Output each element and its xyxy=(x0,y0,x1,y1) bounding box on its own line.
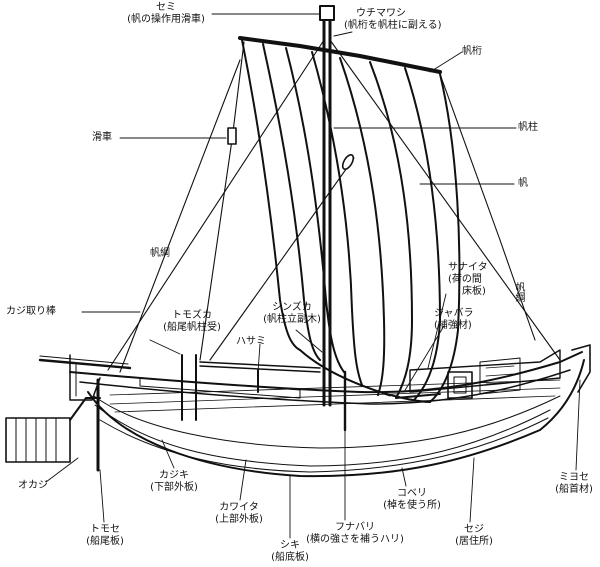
label-sanaita-note2: 床板) xyxy=(462,286,486,297)
label-tomose: トモセ (船尾板) xyxy=(76,524,134,548)
label-shiki-name: シキ xyxy=(280,540,300,551)
sail-block-icon xyxy=(341,153,355,171)
label-sanaita: サナイタ (荷の間 床板) xyxy=(448,262,488,298)
label-seji: セジ (居住所) xyxy=(446,524,502,548)
label-semi: セミ (帆の操作用滑車) xyxy=(120,2,212,26)
label-shinzuka: シンズカ (帆柱立副木) xyxy=(248,302,336,326)
label-funabari: フナバリ (横の強さを補うハリ) xyxy=(290,522,420,546)
label-jabara-note: (補強材) xyxy=(434,320,472,331)
label-uchimawashi-name: ウチマワシ xyxy=(356,8,406,19)
label-hobashira-name: 帆柱 xyxy=(518,122,538,133)
label-hogeta: 帆桁 xyxy=(462,46,482,58)
label-funabari-name: フナバリ xyxy=(335,522,375,533)
label-uchimawashi: ウチマワシ (帆桁を帆柱に副える) xyxy=(344,8,442,32)
label-miyose: ミヨセ (船首材) xyxy=(548,472,600,496)
label-hobashira: 帆柱 xyxy=(518,122,538,134)
label-kassha-name: 滑車 xyxy=(92,132,112,143)
sail xyxy=(241,39,461,403)
label-kawaita-note: (上部外板) xyxy=(215,514,263,525)
label-sanaita-note1: (荷の間 xyxy=(448,274,482,285)
rigging xyxy=(107,39,561,373)
label-ho: 帆 xyxy=(518,178,528,190)
label-tomozuka: トモズカ (船尾帆柱受) xyxy=(148,310,236,334)
label-funabari-note: (横の強さを補うハリ) xyxy=(306,534,404,545)
label-hogeta-name: 帆桁 xyxy=(462,46,482,57)
label-seji-note: (居住所) xyxy=(455,536,493,547)
label-kawaita: カワイタ (上部外板) xyxy=(202,502,276,526)
label-kassha: 滑車 xyxy=(92,132,112,144)
label-shiki-note: (船底板) xyxy=(271,552,309,563)
label-hozuna-right: 帆綱 xyxy=(512,282,524,302)
label-okaji: オカジ xyxy=(18,480,48,492)
label-hasami: ハサミ xyxy=(236,336,266,348)
tiller xyxy=(38,355,132,370)
label-tomozuka-name: トモズカ xyxy=(172,310,212,321)
label-okaji-name: オカジ xyxy=(18,480,48,491)
label-miyose-note: (船首材) xyxy=(555,484,593,495)
hull xyxy=(69,344,591,478)
label-uchimawashi-note: (帆桁を帆柱に副える) xyxy=(344,20,442,31)
label-tomose-name: トモセ xyxy=(90,524,120,535)
label-jabara-name: ジャバラ xyxy=(434,308,474,319)
leader-lines xyxy=(45,13,581,539)
label-semi-note: (帆の操作用滑車) xyxy=(127,14,205,25)
rudder xyxy=(5,378,101,472)
label-jabara: ジャバラ (補強材) xyxy=(434,308,474,332)
pulley-icon xyxy=(227,127,237,145)
label-seji-name: セジ xyxy=(464,524,484,535)
mast xyxy=(319,5,335,407)
label-kajitoribo: カジ取り棒 xyxy=(6,306,56,318)
label-hozuna-left: 帆綱 xyxy=(150,248,170,260)
label-kobe: コベリ (棹を使う所) xyxy=(370,488,454,512)
label-miyose-name: ミヨセ xyxy=(559,472,589,483)
label-shiki: シキ (船底板) xyxy=(260,540,320,564)
label-tomozuka-note: (船尾帆柱受) xyxy=(163,322,221,333)
label-semi-name: セミ xyxy=(156,2,176,13)
label-hasami-name: ハサミ xyxy=(236,336,266,347)
label-kajiki-note: (下部外板) xyxy=(150,482,198,493)
label-shinzuka-note: (帆柱立副木) xyxy=(263,314,321,325)
label-kobe-note: (棹を使う所) xyxy=(383,500,441,511)
label-kobe-name: コベリ xyxy=(397,488,427,499)
label-ho-name: 帆 xyxy=(518,178,528,189)
label-kawaita-name: カワイタ xyxy=(219,502,259,513)
yard xyxy=(238,36,442,74)
label-shinzuka-name: シンズカ xyxy=(272,302,312,313)
label-kajiki-name: カジキ xyxy=(159,470,189,481)
label-kajiki: カジキ (下部外板) xyxy=(140,470,208,494)
label-hozuna-right-name: 帆綱 xyxy=(513,282,524,302)
label-kajitoribo-name: カジ取り棒 xyxy=(6,306,56,317)
label-hozuna-left-name: 帆綱 xyxy=(150,248,170,259)
label-tomose-note: (船尾板) xyxy=(86,536,124,547)
label-sanaita-name: サナイタ xyxy=(448,262,488,273)
